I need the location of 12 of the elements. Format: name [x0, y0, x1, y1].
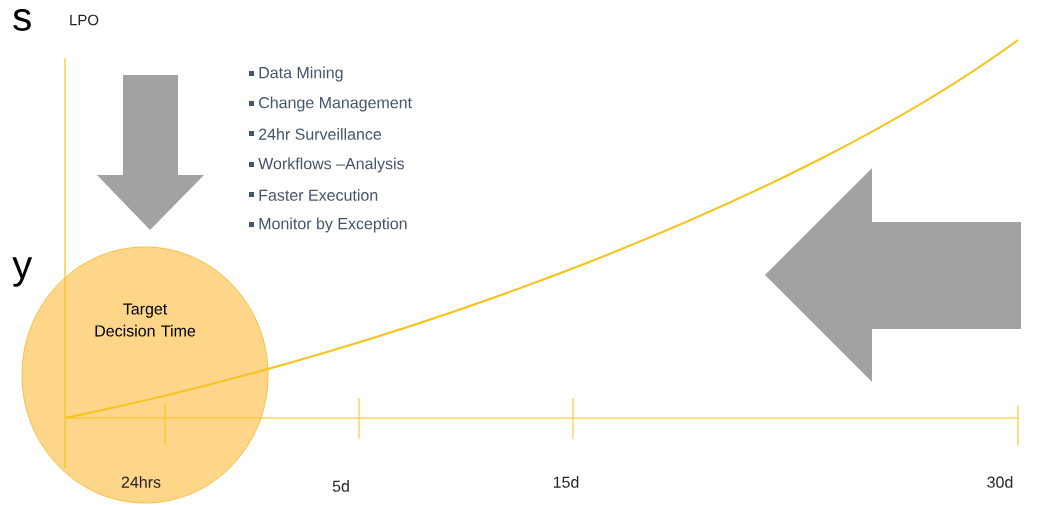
bullet-item: Change Management: [259, 96, 412, 112]
tick-label: 24hrs: [121, 476, 161, 488]
bullet-item: 24hr Surveillance: [259, 128, 382, 140]
bullet-item: Faster Execution: [259, 189, 378, 201]
tick-label: 15d: [553, 476, 579, 488]
title-fragment: s: [13, 9, 31, 31]
axis-label: LPO: [70, 14, 99, 26]
tick-label: 30d: [987, 476, 1013, 488]
bullet-item: Data Mining: [259, 66, 343, 82]
bullet-item: Monitor by Exception: [259, 217, 407, 233]
tick-label: 5d: [332, 480, 349, 492]
bullet-item: Workflows –Analysis: [258, 157, 404, 173]
